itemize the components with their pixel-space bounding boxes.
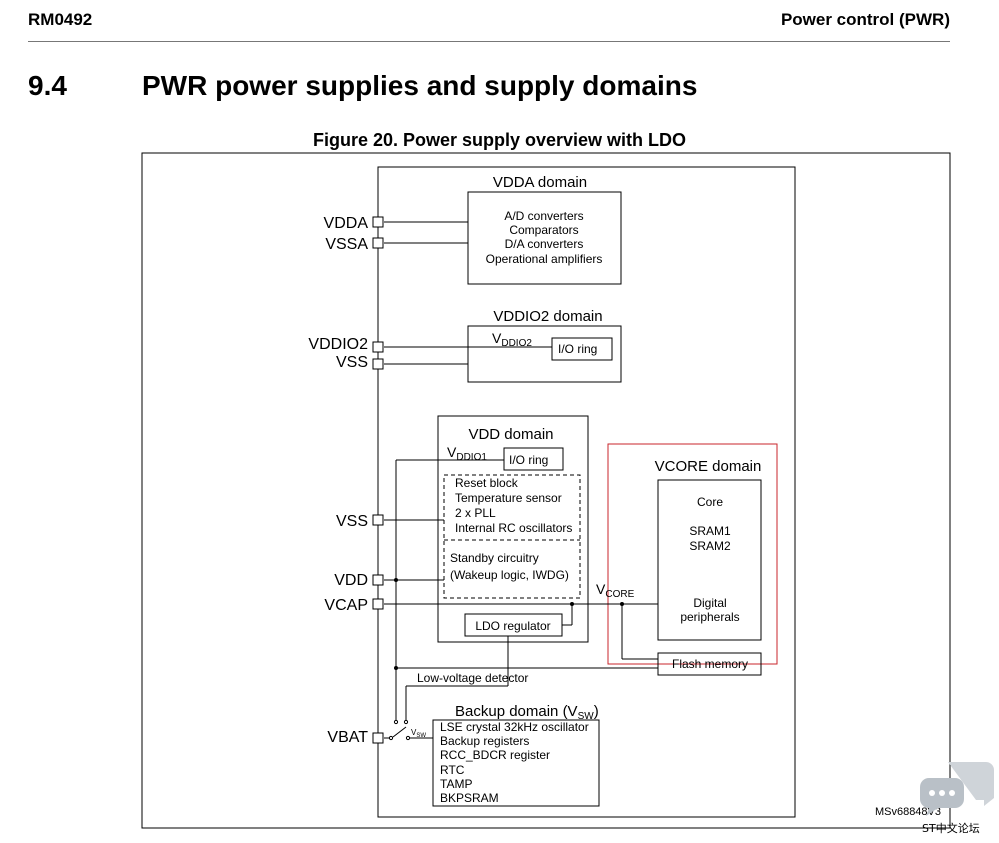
flash-memory-label: Flash memory	[672, 657, 748, 671]
vdd-circuitry-block	[443, 474, 581, 599]
flash-memory-box	[657, 652, 762, 676]
vddio2-pin-label: VDDIO2	[308, 336, 368, 353]
vddio2-pin	[372, 341, 384, 353]
vssa-pin	[372, 237, 384, 249]
backup-item: RCC_BDCR register	[440, 748, 550, 762]
vdd-pin	[372, 574, 384, 586]
watermark: ST中文论坛	[920, 760, 996, 843]
vcap-pin	[372, 598, 384, 610]
vcore-domain-title: VCORE domain	[655, 458, 762, 475]
vcore-core-box	[657, 479, 762, 641]
vdd-domain-box	[437, 415, 589, 643]
vsw-switch-label: VSW	[411, 728, 426, 739]
chapter-title: Power control (PWR)	[780, 10, 950, 29]
vdda-item: Comparators	[509, 223, 578, 237]
vdda-item: D/A converters	[505, 237, 584, 251]
vdd-block-item: Reset block	[455, 476, 519, 490]
vdd-standby-item: Standby circuitry	[450, 551, 539, 565]
vdda-domain-title: VDDA domain	[493, 174, 587, 191]
figure-title: Figure 20. Power supply overview with LD…	[312, 130, 687, 150]
vdd-pin-label: VDD	[334, 572, 368, 589]
vdd-io-ring-label: I/O ring	[509, 453, 548, 467]
vddio2-io-ring-label: I/O ring	[558, 342, 597, 356]
vdda-item: A/D converters	[504, 209, 583, 223]
vdd-block-item: Internal RC oscillators	[455, 521, 572, 535]
vss-pin-1	[372, 358, 384, 370]
vdd-block-item: 2 x PLL	[455, 506, 496, 520]
vdda-pin-label: VDDA	[324, 215, 369, 232]
vcore-peripherals-label: Digital	[693, 596, 726, 610]
vcore-supply-label: VCORE	[596, 581, 635, 600]
vcore-core-item: SRAM2	[689, 539, 731, 553]
vcap-pin-label: VCAP	[324, 597, 368, 614]
vcore-peripherals-label: peripherals	[680, 610, 739, 624]
vdd-supply-label: VDDIO1	[447, 444, 487, 463]
backup-item: LSE crystal 32kHz oscillator	[440, 720, 589, 734]
section-number: 9.4	[28, 70, 67, 101]
doc-id: RM0492	[28, 10, 93, 29]
vdd-domain-title: VDD domain	[468, 426, 553, 443]
backup-item: BKPSRAM	[440, 791, 499, 805]
vbat-pin	[372, 732, 384, 744]
vcore-domain-highlight	[607, 443, 778, 665]
watermark-text: ST中文论坛	[922, 821, 980, 835]
vddio2-io-ring-box	[551, 337, 613, 361]
figure-reference: MSv68848V3	[875, 806, 941, 818]
vbat-pin-label: VBAT	[327, 729, 368, 746]
chat-bubble-icon: ST中文论坛	[920, 762, 994, 835]
vdd-standby-item: (Wakeup logic, IWDG)	[450, 568, 569, 582]
vss-pin-label-1: VSS	[336, 354, 368, 371]
header-rule	[28, 41, 950, 42]
backup-domain-box	[432, 719, 600, 807]
vdd-io-ring-box	[503, 447, 564, 471]
vssa-pin-label: VSSA	[325, 236, 368, 253]
vdda-item: Operational amplifiers	[486, 252, 603, 266]
backup-domain-title: Backup domain (VSW)	[455, 703, 599, 722]
ldo-regulator-label: LDO regulator	[475, 619, 550, 633]
figure-frame	[141, 152, 951, 829]
vdd-block-item: Temperature sensor	[455, 491, 562, 505]
vddio2-domain-title: VDDIO2 domain	[493, 308, 602, 325]
low-voltage-detector-label: Low-voltage detector	[417, 671, 528, 685]
vddio2-domain-box	[467, 325, 622, 383]
vss-pin-label-2: VSS	[336, 513, 368, 530]
vdda-pin	[372, 216, 384, 228]
vss-pin-2	[372, 514, 384, 526]
vddio2-supply-label: VDDIO2	[492, 330, 532, 349]
chip-boundary	[377, 166, 796, 818]
vcore-core-item: Core	[697, 495, 723, 509]
section-title: PWR power supplies and supply domains	[142, 70, 698, 101]
backup-item: RTC	[440, 763, 465, 777]
vcore-core-item: SRAM1	[689, 524, 731, 538]
vdda-domain-box	[467, 191, 622, 285]
backup-item: TAMP	[440, 777, 472, 791]
backup-item: Backup registers	[440, 734, 529, 748]
